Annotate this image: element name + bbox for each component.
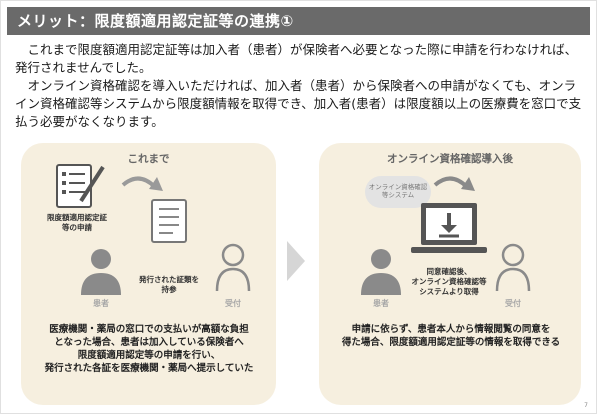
curved-arrow-icon — [121, 176, 163, 191]
issued-certificate-label: 発行された証類を 持参 — [139, 275, 199, 294]
intro-paragraph-2: オンライン資格確認を導入いただければ、加入者（患者）から保険者への申請がなくても… — [15, 78, 582, 129]
intro-text: これまで限度額適用認定証等は加入者（患者）が保険者へ必要となった際に申請を行わな… — [15, 41, 585, 131]
slide-title: メリット：限度額適用認定証等の連携① — [7, 7, 590, 35]
chevron-right-icon — [287, 241, 305, 281]
application-label: 限度額適用認定証 等の申請 — [47, 213, 107, 232]
curved-arrow-icon — [433, 176, 475, 191]
cloud-system-label: オンライン資格確認 等システム — [368, 183, 428, 199]
before-description: 医療機関・薬局の窓口での支払いが高額な負担 となった場合、患者は加入している保険… — [44, 324, 254, 374]
intro-paragraph-1: これまで限度額適用認定証等は加入者（患者）が保険者へ必要となった際に申請を行わな… — [15, 42, 578, 75]
reception-label: 受付 — [505, 299, 521, 308]
reception-label: 受付 — [225, 299, 241, 308]
after-description: 申請に依らず、患者本人から情報閲覧の同意を 得た場合、限度額適用認定証等の情報を… — [341, 324, 561, 348]
after-panel: オンライン資格確認導入後 — [319, 143, 581, 405]
reception-staff-icon — [495, 243, 531, 292]
page-number: 7 — [584, 402, 588, 409]
patient-label: 患者 — [373, 299, 389, 308]
application-form-icon — [56, 164, 105, 208]
computer-download-icon — [411, 203, 487, 253]
before-heading: これまで — [127, 153, 170, 165]
patient-icon — [361, 249, 401, 295]
obtain-label: 同意確認後、 オンライン資格確認等 システムより取得 — [411, 267, 487, 296]
reception-staff-icon — [215, 243, 251, 292]
patient-icon — [81, 249, 121, 295]
after-heading: オンライン資格確認導入後 — [387, 153, 513, 165]
patient-label: 患者 — [93, 299, 109, 308]
cloud-icon — [365, 176, 431, 208]
certificate-document-icon — [151, 199, 187, 243]
